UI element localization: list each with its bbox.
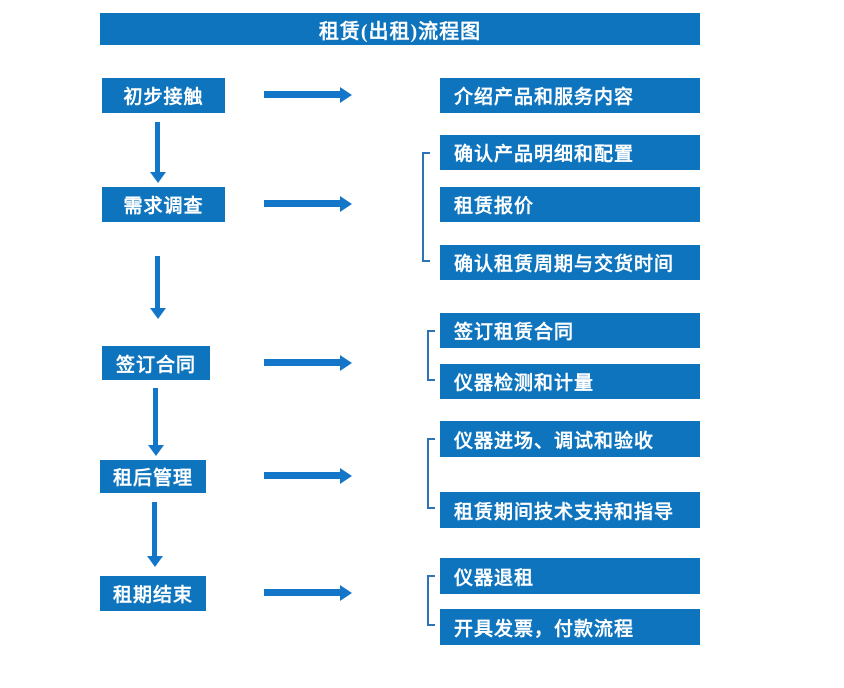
- bracket-sign-contract-group: [427, 330, 435, 381]
- down-arrow-step3-step4-icon: [148, 388, 164, 456]
- arrow-head: [340, 468, 352, 484]
- arrow-shaft: [264, 91, 341, 98]
- bracket-post-rental-group: [427, 438, 435, 509]
- detail-box-instrument-testing: 仪器检测和计量: [440, 364, 700, 399]
- detail-box-confirm-product-details: 确认产品明细和配置: [440, 135, 700, 170]
- bracket-rental-end-group: [427, 575, 435, 626]
- arrow-head: [340, 87, 352, 103]
- detail-box-instrument-entry: 仪器进场、调试和验收: [440, 421, 700, 457]
- right-arrow-rental-end-icon: [264, 585, 352, 601]
- down-arrow-step4-step5-icon: [147, 502, 163, 567]
- arrow-shaft: [152, 502, 157, 557]
- step-box-sign-contract: 签订合同: [102, 346, 210, 380]
- detail-box-technical-support: 租赁期间技术支持和指导: [440, 492, 700, 528]
- detail-box-confirm-rental-period: 确认租赁周期与交货时间: [440, 245, 700, 280]
- step-box-post-rental-management: 租后管理: [100, 460, 206, 493]
- arrow-head: [340, 355, 352, 371]
- arrow-shaft: [264, 359, 341, 366]
- right-arrow-initial-contact-icon: [264, 87, 352, 103]
- detail-box-instrument-return: 仪器退租: [440, 558, 700, 594]
- arrow-head: [148, 445, 164, 456]
- down-arrow-step2-step3-icon: [150, 256, 166, 319]
- step-box-rental-end: 租期结束: [100, 576, 206, 611]
- bracket-demand-survey-group: [422, 152, 430, 262]
- arrow-head: [150, 172, 166, 183]
- right-arrow-post-rental-icon: [264, 468, 352, 484]
- right-arrow-demand-survey-icon: [264, 196, 352, 212]
- arrow-shaft: [153, 388, 158, 446]
- arrow-shaft: [264, 472, 341, 479]
- arrow-shaft: [155, 122, 160, 173]
- flowchart-title: 租赁(出租)流程图: [100, 13, 700, 45]
- arrow-head: [147, 556, 163, 567]
- detail-box-rental-quote: 租赁报价: [440, 187, 700, 222]
- detail-box-invoice-payment: 开具发票，付款流程: [440, 609, 700, 645]
- step-box-initial-contact: 初步接触: [102, 78, 225, 113]
- right-arrow-sign-contract-icon: [264, 355, 352, 371]
- arrow-head: [150, 308, 166, 319]
- arrow-shaft: [264, 589, 341, 596]
- arrow-shaft: [264, 200, 341, 207]
- down-arrow-step1-step2-icon: [150, 122, 166, 183]
- detail-box-introduce-products: 介绍产品和服务内容: [440, 78, 700, 113]
- arrow-head: [340, 196, 352, 212]
- detail-box-sign-rental-contract: 签订租赁合同: [440, 313, 700, 348]
- step-box-demand-survey: 需求调查: [102, 187, 225, 222]
- arrow-shaft: [155, 256, 160, 309]
- arrow-head: [340, 585, 352, 601]
